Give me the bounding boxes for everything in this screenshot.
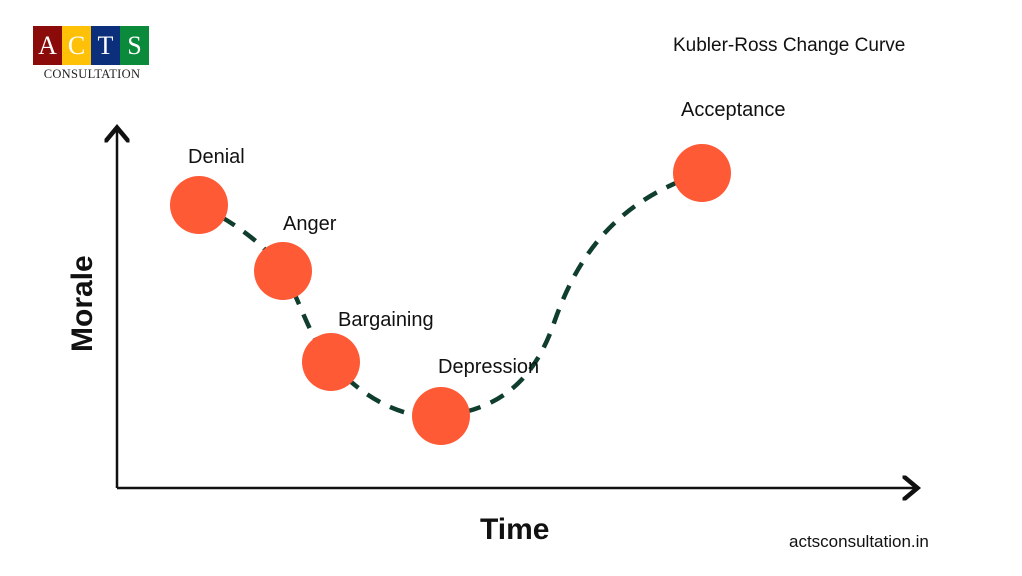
marker-anger [254,242,312,300]
label-denial: Denial [188,146,245,168]
marker-depression [412,387,470,445]
marker-denial [170,176,228,234]
footer-website: actsconsultation.in [789,532,929,551]
chart-title: Kubler-Ross Change Curve [673,35,906,56]
marker-acceptance [673,144,731,202]
logo-letter-s: S [120,26,149,65]
logo-subtitle: CONSULTATION [43,67,141,81]
label-anger: Anger [283,213,337,235]
label-acceptance: Acceptance [681,99,786,121]
logo-letter-a: A [33,26,62,65]
logo-letter-c: C [62,26,91,65]
x-axis-label: Time [480,513,550,546]
label-bargaining: Bargaining [338,309,434,331]
y-axis-label: Morale [66,255,99,352]
logo-letter-t: T [91,26,120,65]
label-depression: Depression [438,356,540,378]
marker-bargaining [302,333,360,391]
